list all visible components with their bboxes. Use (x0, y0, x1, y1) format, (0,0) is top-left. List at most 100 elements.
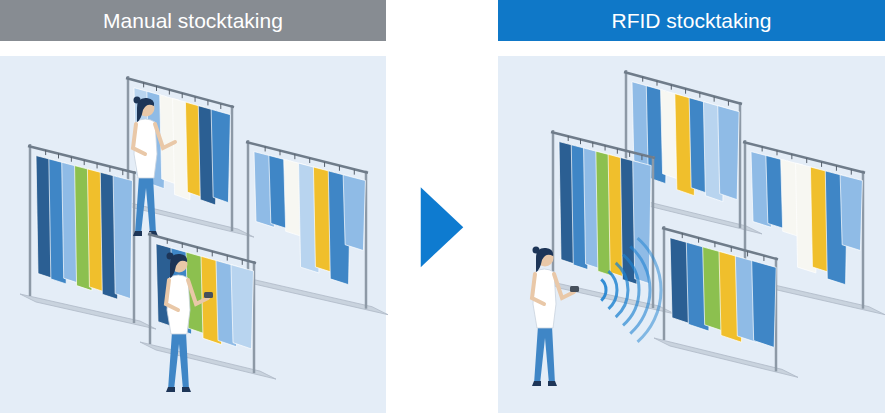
hanger (592, 142, 593, 147)
shirt (134, 119, 157, 178)
hanger (84, 160, 85, 165)
shoes (166, 387, 191, 392)
manual-scene (20, 76, 388, 392)
hanger (182, 243, 183, 248)
hanger (671, 85, 672, 90)
person (532, 247, 579, 387)
hanger (167, 239, 168, 244)
hanger (698, 238, 699, 243)
arm (532, 274, 544, 304)
radio-wave (601, 279, 606, 300)
hanger (265, 146, 266, 151)
panel-ground (498, 56, 885, 413)
trousers (534, 326, 555, 384)
hanger (109, 167, 110, 172)
hanger (227, 256, 228, 261)
rfid-reader (570, 286, 579, 292)
hanger (71, 157, 72, 162)
hanger (220, 104, 221, 109)
rfid-reader (204, 292, 213, 298)
hanger (714, 97, 715, 102)
hanger (280, 150, 281, 155)
arm (554, 274, 574, 298)
clothes-rack (543, 130, 675, 314)
hanger (851, 170, 852, 175)
radio-wave (608, 271, 617, 309)
rack-base (140, 342, 276, 379)
hanger (699, 93, 700, 98)
hanger (657, 81, 658, 86)
garment (211, 109, 230, 202)
hanger (605, 146, 606, 151)
hanger (354, 170, 355, 175)
hanger (777, 150, 778, 155)
arm (166, 280, 178, 310)
hanger (324, 162, 325, 167)
trousers (168, 332, 189, 390)
hanger (195, 97, 196, 102)
radio-wave (623, 255, 639, 326)
hanger (182, 93, 183, 98)
radio-wave (630, 246, 650, 333)
rack-pole (247, 140, 250, 278)
header-band: Manual stocktaking (0, 0, 386, 41)
hanger (169, 90, 170, 95)
rack-pole (663, 226, 666, 340)
garment (343, 175, 365, 251)
hanger (821, 162, 822, 167)
hanger (197, 247, 198, 252)
panel-ground (0, 56, 386, 413)
rack-pole (29, 144, 32, 296)
hanger (629, 152, 630, 157)
hanger (156, 86, 157, 91)
hanger (806, 158, 807, 163)
hair-bun (167, 253, 174, 260)
garment (752, 261, 777, 348)
clothes-rack (654, 226, 798, 377)
rack-pole (149, 232, 152, 344)
flow-arrow (421, 187, 464, 267)
hanger (309, 158, 310, 163)
garment (633, 161, 651, 284)
hanger (762, 146, 763, 151)
person (166, 253, 213, 393)
hair-bun (533, 247, 540, 254)
rack-pole (231, 105, 234, 231)
clothes-rack (20, 144, 156, 329)
hanger (242, 260, 243, 265)
hanger (642, 77, 643, 82)
rack-base (20, 294, 156, 329)
hanger (568, 136, 569, 141)
hanger (212, 251, 213, 256)
clothes-rack (238, 140, 388, 315)
shirt (167, 275, 190, 334)
hanger (641, 155, 642, 160)
radio-wave (638, 238, 661, 342)
arm (155, 124, 175, 148)
radio-wave (616, 263, 628, 317)
hanger (791, 154, 792, 159)
trousers (135, 176, 156, 234)
shirt (533, 269, 556, 328)
hanger (685, 89, 686, 94)
hair-bun (134, 97, 141, 104)
arm (188, 280, 208, 304)
hanger (122, 170, 123, 175)
hanger (682, 233, 683, 238)
header-band: RFID stocktaking (498, 0, 885, 41)
hanger (763, 256, 764, 261)
stocktaking-panel: RFID stocktaking (498, 0, 885, 413)
hanger (97, 163, 98, 168)
shoes (532, 381, 557, 386)
panel-heading: RFID stocktaking (612, 9, 772, 32)
garment (718, 106, 739, 200)
rfid-scene (532, 70, 885, 386)
hanger (339, 166, 340, 171)
rack-pole (652, 156, 655, 308)
hanger (58, 153, 59, 158)
person (133, 97, 175, 237)
